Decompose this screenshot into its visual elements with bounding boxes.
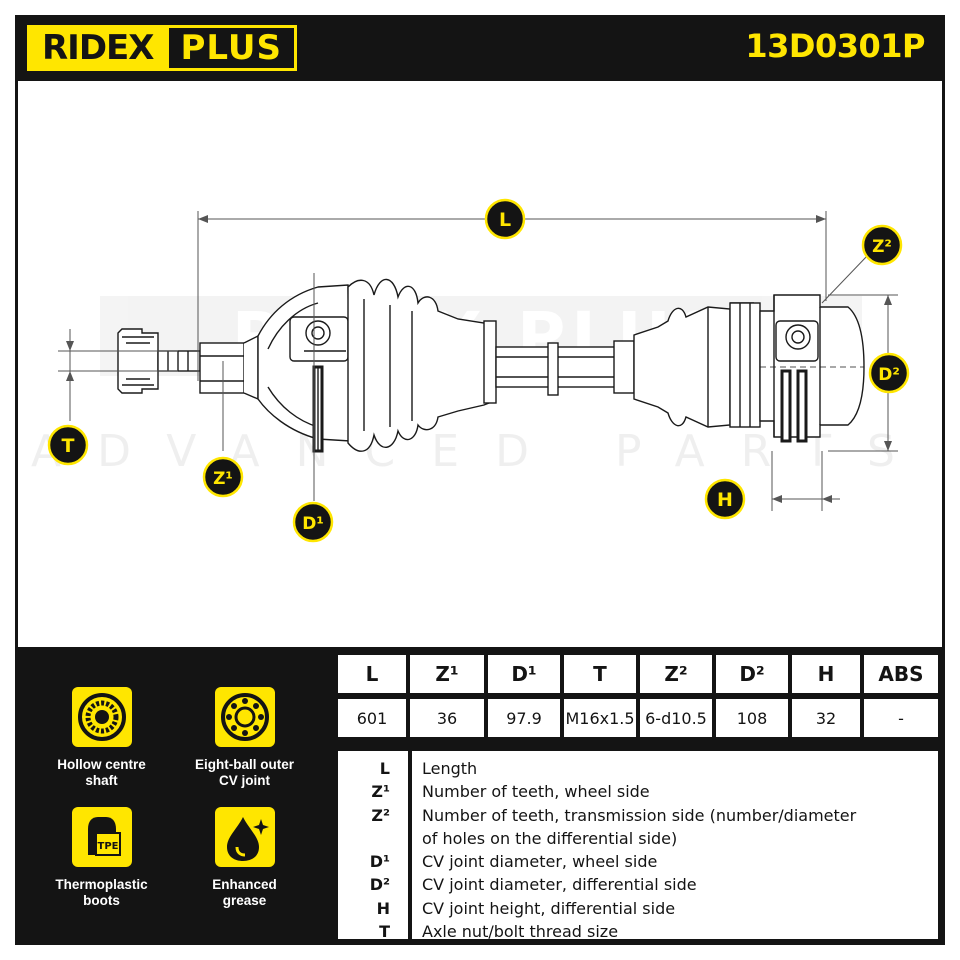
legend-key: T (379, 922, 390, 941)
legend-text: Length (422, 759, 478, 778)
feature-label-2: boots (83, 893, 120, 908)
drive-shaft-diagram: RIDEX PLUS ADVANCED PARTS (31, 198, 931, 543)
hollow-shaft-icon (71, 687, 132, 747)
svg-text:L: L (499, 209, 511, 231)
watermark-tagline: ADVANCED PARTS (31, 426, 931, 477)
spec-header-d2: D² (716, 655, 788, 693)
legend-text: CV joint diameter, differential side (422, 875, 697, 894)
legend-text: CV joint diameter, wheel side (422, 852, 658, 871)
legend-key: D² (369, 875, 390, 894)
feature-label-2: grease (222, 893, 267, 908)
legend-text: CV joint height, differential side (422, 899, 676, 918)
marker-Z1: Z¹ (202, 456, 244, 498)
spec-value-z2: 6-d10.5 (640, 699, 712, 737)
spec-value-d2: 108 (716, 699, 788, 737)
spec-value-d1: 97.9 (488, 699, 560, 737)
spec-value-h: 32 (792, 699, 860, 737)
legend-key: H (376, 899, 390, 918)
svg-text:Z¹: Z¹ (213, 469, 233, 489)
part-number: 13D0301P (745, 27, 925, 65)
marker-H: H (704, 478, 746, 520)
spec-header-z2: Z² (640, 655, 712, 693)
spec-header-d1: D¹ (488, 655, 560, 693)
logo-ridex: RIDEX (27, 25, 166, 71)
spec-header-abs: ABS (864, 655, 938, 693)
legend-texts: Length Number of teeth, wheel side Numbe… (412, 751, 938, 941)
legend: L Z¹ Z² D¹ D² H T Length Number of teeth… (338, 751, 938, 941)
logo-plus: PLUS (165, 25, 297, 71)
spec-header-l: L (338, 655, 406, 693)
legend-key: L (379, 759, 390, 778)
legend-keys: L Z¹ Z² D¹ D² H T (338, 751, 408, 941)
legend-key: D¹ (369, 852, 390, 871)
legend-text: Axle nut/bolt thread size (422, 922, 619, 941)
svg-text:T: T (62, 435, 75, 457)
legend-text: Number of teeth, transmission side (numb… (422, 806, 857, 825)
feature-label-2: shaft (85, 773, 118, 788)
info-panel: Hollow centre shaft Eight-ball (15, 647, 945, 945)
feature-label: Thermoplastic (55, 877, 148, 892)
feature-hollow-shaft: Hollow centre shaft (39, 687, 164, 789)
spec-header-t: T (564, 655, 636, 693)
header-bar: RIDEX PLUS 13D0301P (15, 15, 945, 81)
dimension-markers: L Z² D² T Z¹ D¹ H (47, 198, 910, 543)
legend-key: Z² (371, 806, 390, 825)
legend-text: Number of teeth, wheel side (422, 782, 650, 801)
feature-eight-ball: Eight-ball outer CV joint (182, 687, 307, 789)
marker-D2: D² (868, 352, 910, 394)
spec-header-h: H (792, 655, 860, 693)
spec-value-z1: 36 (410, 699, 484, 737)
feature-label: Hollow centre (57, 757, 146, 772)
marker-L: L (484, 198, 526, 240)
shaft-outline (117, 278, 865, 453)
svg-text:Z²: Z² (872, 237, 892, 257)
spec-value-l: 601 (338, 699, 406, 737)
svg-text:H: H (717, 489, 733, 511)
drive-shaft-drawing: RIDEX PLUS ADVANCED PARTS (18, 81, 942, 647)
brand-logo: RIDEX PLUS (27, 25, 297, 71)
feature-label: Enhanced (212, 877, 277, 892)
grease-drop-icon (214, 807, 275, 867)
spec-value-t: M16x1.5 (564, 699, 636, 737)
tpe-boot-icon: TPE (71, 807, 132, 867)
product-sheet: RIDEX PLUS 13D0301P RIDEX PLUS ADVANCED … (15, 15, 945, 945)
svg-text:D¹: D¹ (302, 514, 324, 534)
spec-value-abs: - (864, 699, 938, 737)
feature-grease: Enhanced grease (182, 807, 307, 909)
legend-key: Z¹ (371, 782, 390, 801)
feature-tpe-boots: TPE Thermoplastic boots (39, 807, 164, 909)
svg-text:D²: D² (878, 365, 900, 385)
marker-T: T (47, 424, 89, 466)
marker-D1: D¹ (292, 501, 334, 543)
feature-label: Eight-ball outer (195, 757, 294, 772)
spec-header-z1: Z¹ (410, 655, 484, 693)
feature-label-2: CV joint (219, 773, 270, 788)
marker-Z2: Z² (861, 224, 903, 266)
tpe-text: TPE (97, 841, 118, 852)
eight-ball-joint-icon (214, 687, 275, 747)
legend-text: of holes on the differential side) (422, 829, 678, 848)
